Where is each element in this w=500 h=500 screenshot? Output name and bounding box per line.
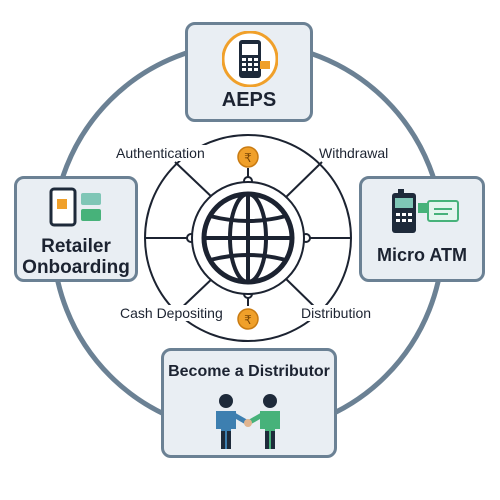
cash-depositing-label: Cash Depositing bbox=[119, 305, 224, 321]
rupee-symbol: ₹ bbox=[244, 313, 252, 327]
retailer-onboarding-label: Retailer Onboarding bbox=[17, 236, 135, 279]
retailer-label-line1: Retailer bbox=[41, 236, 111, 257]
connector-line bbox=[282, 161, 323, 201]
rupee-symbol: ₹ bbox=[244, 151, 252, 165]
authentication-label: Authentication bbox=[115, 145, 206, 161]
rupee-coin-icon: ₹ bbox=[237, 308, 259, 330]
connector-line bbox=[174, 161, 216, 201]
aeps-label: AEPS bbox=[221, 89, 277, 111]
withdrawal-label: Withdrawal bbox=[318, 145, 390, 161]
handshake-icon bbox=[206, 387, 292, 458]
retailer-label-line2: Onboarding bbox=[22, 256, 130, 278]
become-distributor-card[interactable]: Become a Distributor bbox=[161, 348, 337, 458]
micro-atm-label: Micro ATM bbox=[377, 245, 467, 265]
rupee-coin-icon: ₹ bbox=[237, 146, 259, 168]
distribution-label: Distribution bbox=[300, 305, 373, 321]
card-terminal-icon bbox=[390, 189, 462, 240]
become-distributor-label: Become a Distributor bbox=[168, 363, 330, 380]
micro-atm-card[interactable]: Micro ATM bbox=[359, 176, 485, 282]
mobile-phone-icon bbox=[221, 30, 279, 92]
aeps-card[interactable]: AEPS bbox=[185, 22, 313, 122]
globe-icon bbox=[191, 181, 305, 295]
tablet-with-cards-icon bbox=[49, 187, 107, 232]
retailer-onboarding-card[interactable]: Retailer Onboarding bbox=[14, 176, 138, 282]
